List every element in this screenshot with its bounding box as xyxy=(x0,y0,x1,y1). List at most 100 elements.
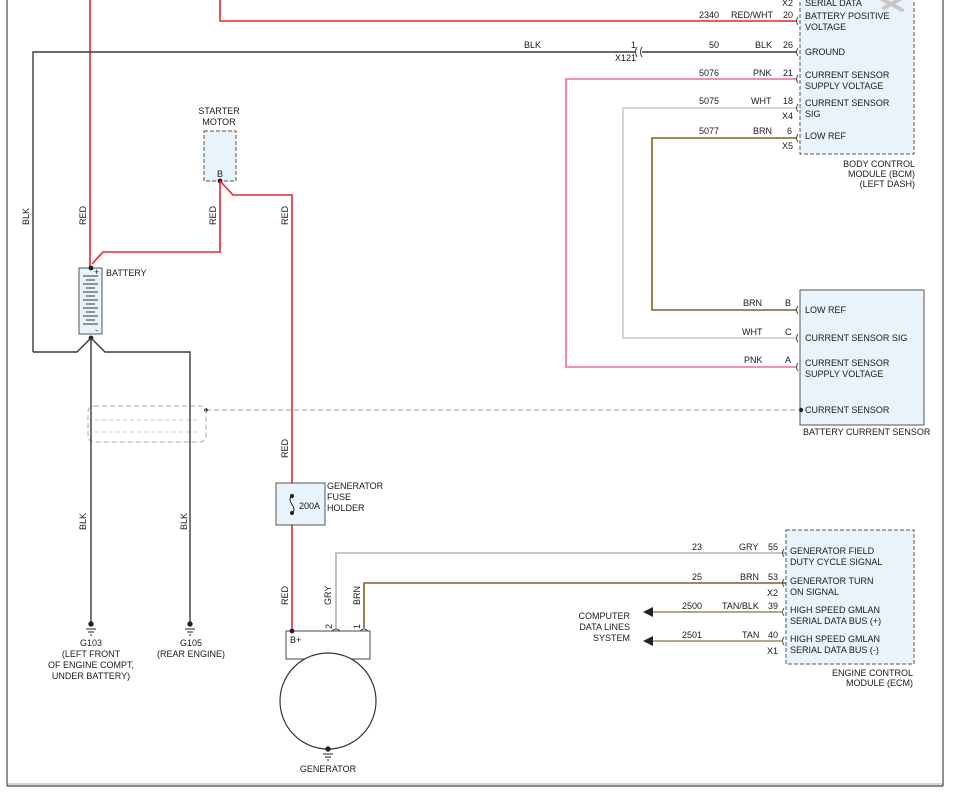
ecm-bus-minus-label1: HIGH SPEED GMLAN xyxy=(790,634,880,644)
g103-line3: UNDER BATTERY) xyxy=(52,671,130,681)
bcm-supply-label1: CURRENT SENSOR xyxy=(805,70,890,80)
data-lines-line3: SYSTEM xyxy=(593,633,630,643)
bcm-battery-positive-circuit: 2340 xyxy=(699,10,719,20)
sensor-pnk-pin: A xyxy=(785,355,791,365)
inline-connector-x121 xyxy=(635,46,643,58)
starter-name1: STARTER xyxy=(198,106,240,116)
ecm-pin-arcs xyxy=(782,548,785,646)
starter-motor-box xyxy=(203,130,237,182)
arrow-left-icon xyxy=(643,636,653,646)
gry-gen-label: GRY xyxy=(323,586,333,605)
ecm-gry-pin: 55 xyxy=(768,542,778,552)
sensor-low-ref-label: LOW REF xyxy=(805,305,847,315)
wire-wht-sig xyxy=(622,107,796,339)
ecm-brn-pin: 53 xyxy=(768,572,778,582)
generator-pin1: 1 xyxy=(352,624,362,629)
bcm-battery-positive-color: RED/WHT xyxy=(731,10,773,20)
battery-cable-sensor-outline xyxy=(87,405,207,443)
arrow-left-icon xyxy=(643,607,653,617)
ecm-gry-color: GRY xyxy=(739,542,758,552)
ecm-bus-plus-label2: SERIAL DATA BUS (+) xyxy=(790,616,881,626)
battery-cells-icon xyxy=(83,275,98,325)
bcm-module-box xyxy=(799,0,915,155)
sensor-brn-color: BRN xyxy=(743,298,762,308)
ecm-bus-minus-circuit: 2501 xyxy=(682,630,702,640)
ground-wire-color: BLK xyxy=(524,40,541,50)
brn-gen-label: BRN xyxy=(352,586,362,605)
bcm-low-ref-conn: X5 xyxy=(782,141,793,151)
bcm-low-ref-circuit: 5077 xyxy=(699,126,719,136)
wire-red-wht-battery-positive xyxy=(219,0,796,22)
ecm-module-box xyxy=(785,529,915,665)
g103-line2: OF ENGINE COMPT, xyxy=(48,660,134,670)
sensor-supply-label2: SUPPLY VOLTAGE xyxy=(805,369,883,379)
bcm-ground-color: BLK xyxy=(755,40,772,50)
generator-ground-icon xyxy=(323,746,333,761)
battery-minus: - xyxy=(95,325,98,335)
bcm-supply-circuit: 5076 xyxy=(699,68,719,78)
fuse-name3: HOLDER xyxy=(327,503,365,513)
wire-gry-field xyxy=(335,552,786,628)
ecm-bus-minus-pin: 40 xyxy=(768,630,778,640)
red-main-label: RED xyxy=(78,205,88,225)
sensor-dot xyxy=(798,407,804,413)
sensor-wht-color: WHT xyxy=(742,327,763,337)
g105-line1: (REAR ENGINE) xyxy=(157,649,225,659)
bcm-name1: BODY CONTROL xyxy=(843,159,915,169)
bcm-sig-label2: SIG xyxy=(805,109,821,119)
wire-pnk-supply xyxy=(565,78,796,368)
ecm-name2: MODULE (ECM) xyxy=(846,678,913,688)
bcm-supply-label2: SUPPLY VOLTAGE xyxy=(805,81,883,91)
ecm-name1: ENGINE CONTROL xyxy=(832,668,913,678)
ecm-bus-plus-circuit: 2500 xyxy=(682,601,702,611)
sensor-name: BATTERY CURRENT SENSOR xyxy=(803,427,931,437)
close-icon[interactable] xyxy=(879,0,904,12)
g103-id: G103 xyxy=(80,638,102,648)
ecm-field-label2: DUTY CYCLE SIGNAL xyxy=(790,557,882,567)
bcm-ground-label: GROUND xyxy=(805,47,845,57)
generator-pin-arcs xyxy=(331,628,369,632)
bcm-sig-conn: X4 xyxy=(782,111,793,121)
bcm-sig-label1: CURRENT SENSOR xyxy=(805,98,890,108)
ecm-bus-plus-label1: HIGH SPEED GMLAN xyxy=(790,605,880,615)
battery-positive-dot xyxy=(88,265,94,271)
ecm-field-label1: GENERATOR FIELD xyxy=(790,546,875,556)
battery-name: BATTERY xyxy=(106,268,147,278)
ecm-brn-color: BRN xyxy=(740,572,759,582)
ecm-gry-circuit: 23 xyxy=(692,542,702,552)
generator-b-plus: B+ xyxy=(290,635,301,645)
starter-name2: MOTOR xyxy=(202,117,236,127)
ecm-bus-plus-pin: 39 xyxy=(768,601,778,611)
bcm-battery-positive-pin: 20 xyxy=(783,10,793,20)
blk-left-label: BLK xyxy=(21,208,31,225)
generator-b-plus-dot xyxy=(289,628,295,634)
bcm-low-ref-label: LOW REF xyxy=(805,131,847,141)
data-lines-line1: COMPUTER xyxy=(579,611,631,621)
ecm-turn-on-label1: GENERATOR TURN xyxy=(790,576,874,586)
blk-g105-label: BLK xyxy=(179,513,189,530)
sensor-pnk-color: PNK xyxy=(744,355,763,365)
wire-blk-ground xyxy=(32,51,796,352)
bcm-sig-pin: 18 xyxy=(783,96,793,106)
ecm-bus-minus-conn: X1 xyxy=(767,646,778,656)
fuse-icon xyxy=(289,495,295,514)
ecm-bus-minus-label2: SERIAL DATA BUS (-) xyxy=(790,645,879,655)
fuse-holder-box xyxy=(275,482,326,526)
x121-pin: 1 xyxy=(631,40,636,50)
ecm-turn-on-label2: ON SIGNAL xyxy=(790,587,839,597)
red-gen-bottom-label: RED xyxy=(280,585,290,605)
ecm-brn-conn: X2 xyxy=(767,588,778,598)
x121-conn: X121 xyxy=(615,53,636,63)
generator-pin2: 2 xyxy=(324,624,334,629)
bcm-low-ref-pin: 6 xyxy=(787,126,792,136)
wire-blk-battery-ground xyxy=(33,337,191,622)
bcm-low-ref-color: BRN xyxy=(753,126,772,136)
red-starter-label: RED xyxy=(208,205,218,225)
bcm-pin-arc xyxy=(796,16,799,143)
fuse-name1: GENERATOR xyxy=(327,481,384,491)
ground-g105-icon xyxy=(185,621,195,636)
bcm-battery-positive-label2: VOLTAGE xyxy=(805,22,846,32)
bcm-battery-positive-label1: BATTERY POSITIVE xyxy=(805,11,890,21)
red-gen-mid-label: RED xyxy=(280,438,290,458)
